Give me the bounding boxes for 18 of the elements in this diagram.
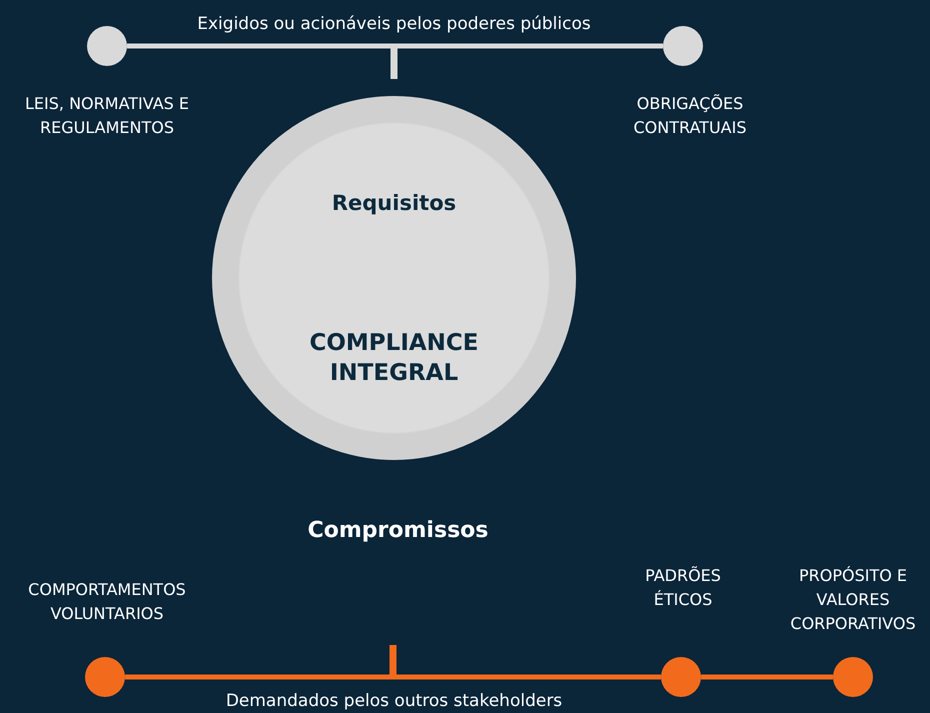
node-caption: LEIS, NORMATIVAS E REGULAMENTOS — [24, 93, 190, 139]
connector-line — [125, 674, 661, 680]
connector-line — [127, 44, 663, 48]
node-caption: PADRÕES ÉTICOS — [644, 565, 722, 611]
connector-line — [701, 674, 833, 680]
node-caption: OBRIGAÇÕES CONTRATUAIS — [632, 93, 748, 139]
node-dot — [85, 657, 125, 697]
edge-label: Demandados pelos outros stakeholders — [226, 690, 562, 713]
node-dot — [87, 26, 127, 66]
node-caption: COMPORTAMENTOS VOLUNTARIOS — [27, 579, 187, 625]
node-dot — [663, 26, 703, 66]
edge-label: Exigidos ou acionáveis pelos poderes públicos — [197, 13, 591, 36]
circle-heading: Requisitos — [330, 190, 458, 217]
node-dot — [661, 657, 701, 697]
section-heading: Compromissos — [308, 517, 488, 545]
circle-title: COMPLIANCE INTEGRAL — [308, 329, 480, 388]
node-caption: PROPÓSITO E VALORES CORPORATIVOS — [789, 565, 917, 635]
node-dot — [833, 657, 873, 697]
